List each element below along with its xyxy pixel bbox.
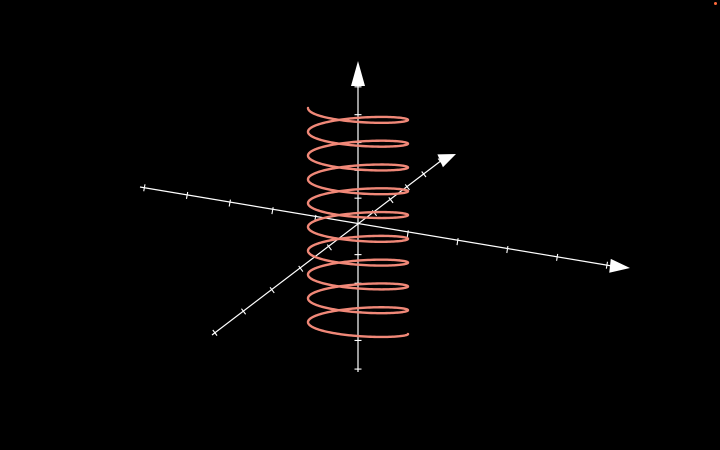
x-axis-tick (605, 261, 609, 269)
axis-ticks (143, 86, 609, 370)
x-axis (139, 186, 613, 267)
x-axis-tick (506, 245, 509, 254)
axis-arrowheads (351, 61, 630, 273)
y-axis-tick (241, 308, 247, 315)
coordinate-axes (139, 84, 613, 372)
y-axis-tick (404, 184, 410, 191)
x-axis-tick (456, 238, 459, 246)
x-axis-tick (556, 253, 559, 261)
y-axis-arrowhead (437, 154, 456, 168)
x-axis-tick (143, 184, 146, 192)
y-axis-tick (298, 265, 304, 272)
z-axis-arrowhead (351, 61, 365, 86)
y-axis-tick (421, 171, 427, 178)
corner-dot (714, 2, 717, 5)
helix-curve (306, 106, 410, 339)
x-axis-arrowhead (609, 258, 630, 273)
y-axis-tick (212, 329, 218, 336)
x-axis-tick (185, 191, 189, 199)
y-axis-tick (269, 286, 275, 294)
y-axis-tick (326, 244, 332, 251)
y-axis-tick (388, 197, 394, 204)
x-axis-tick (406, 230, 409, 238)
x-axis-tick (271, 207, 274, 215)
x-axis-tick (228, 199, 231, 207)
